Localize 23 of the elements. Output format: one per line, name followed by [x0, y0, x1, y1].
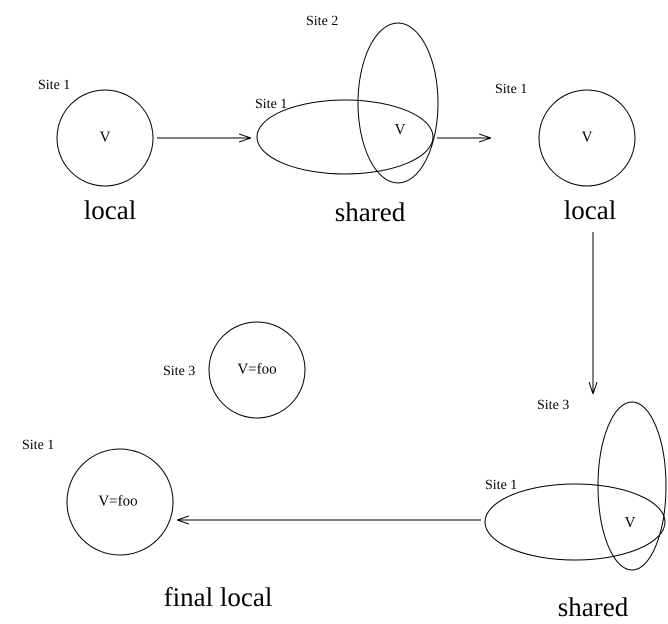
- variable-label: V: [100, 130, 110, 146]
- arrow: [176, 516, 482, 524]
- site-label: Site 1: [485, 478, 518, 494]
- state-caption: final local: [164, 582, 272, 612]
- variable-label: V: [582, 130, 592, 146]
- site-label: Site 3: [163, 364, 196, 380]
- variable-label: V=foo: [98, 494, 138, 510]
- site-label: Site 2: [306, 14, 338, 30]
- site-label: Site 3: [537, 398, 570, 414]
- variable-label: V: [394, 121, 406, 139]
- state-caption: shared: [334, 197, 406, 227]
- state-caption: shared: [558, 592, 628, 622]
- arrow: [436, 134, 492, 142]
- site-label: Site 1: [495, 82, 528, 98]
- site-label: Site 1: [255, 97, 288, 113]
- state-caption: local: [84, 195, 136, 225]
- arrow: [156, 134, 252, 142]
- state-caption: local: [564, 195, 616, 225]
- variable-label: V=foo: [237, 362, 277, 378]
- site-label: Site 1: [22, 438, 54, 454]
- arrow: [588, 232, 598, 394]
- site-label: Site 1: [38, 78, 70, 94]
- variable-label: V: [624, 514, 636, 532]
